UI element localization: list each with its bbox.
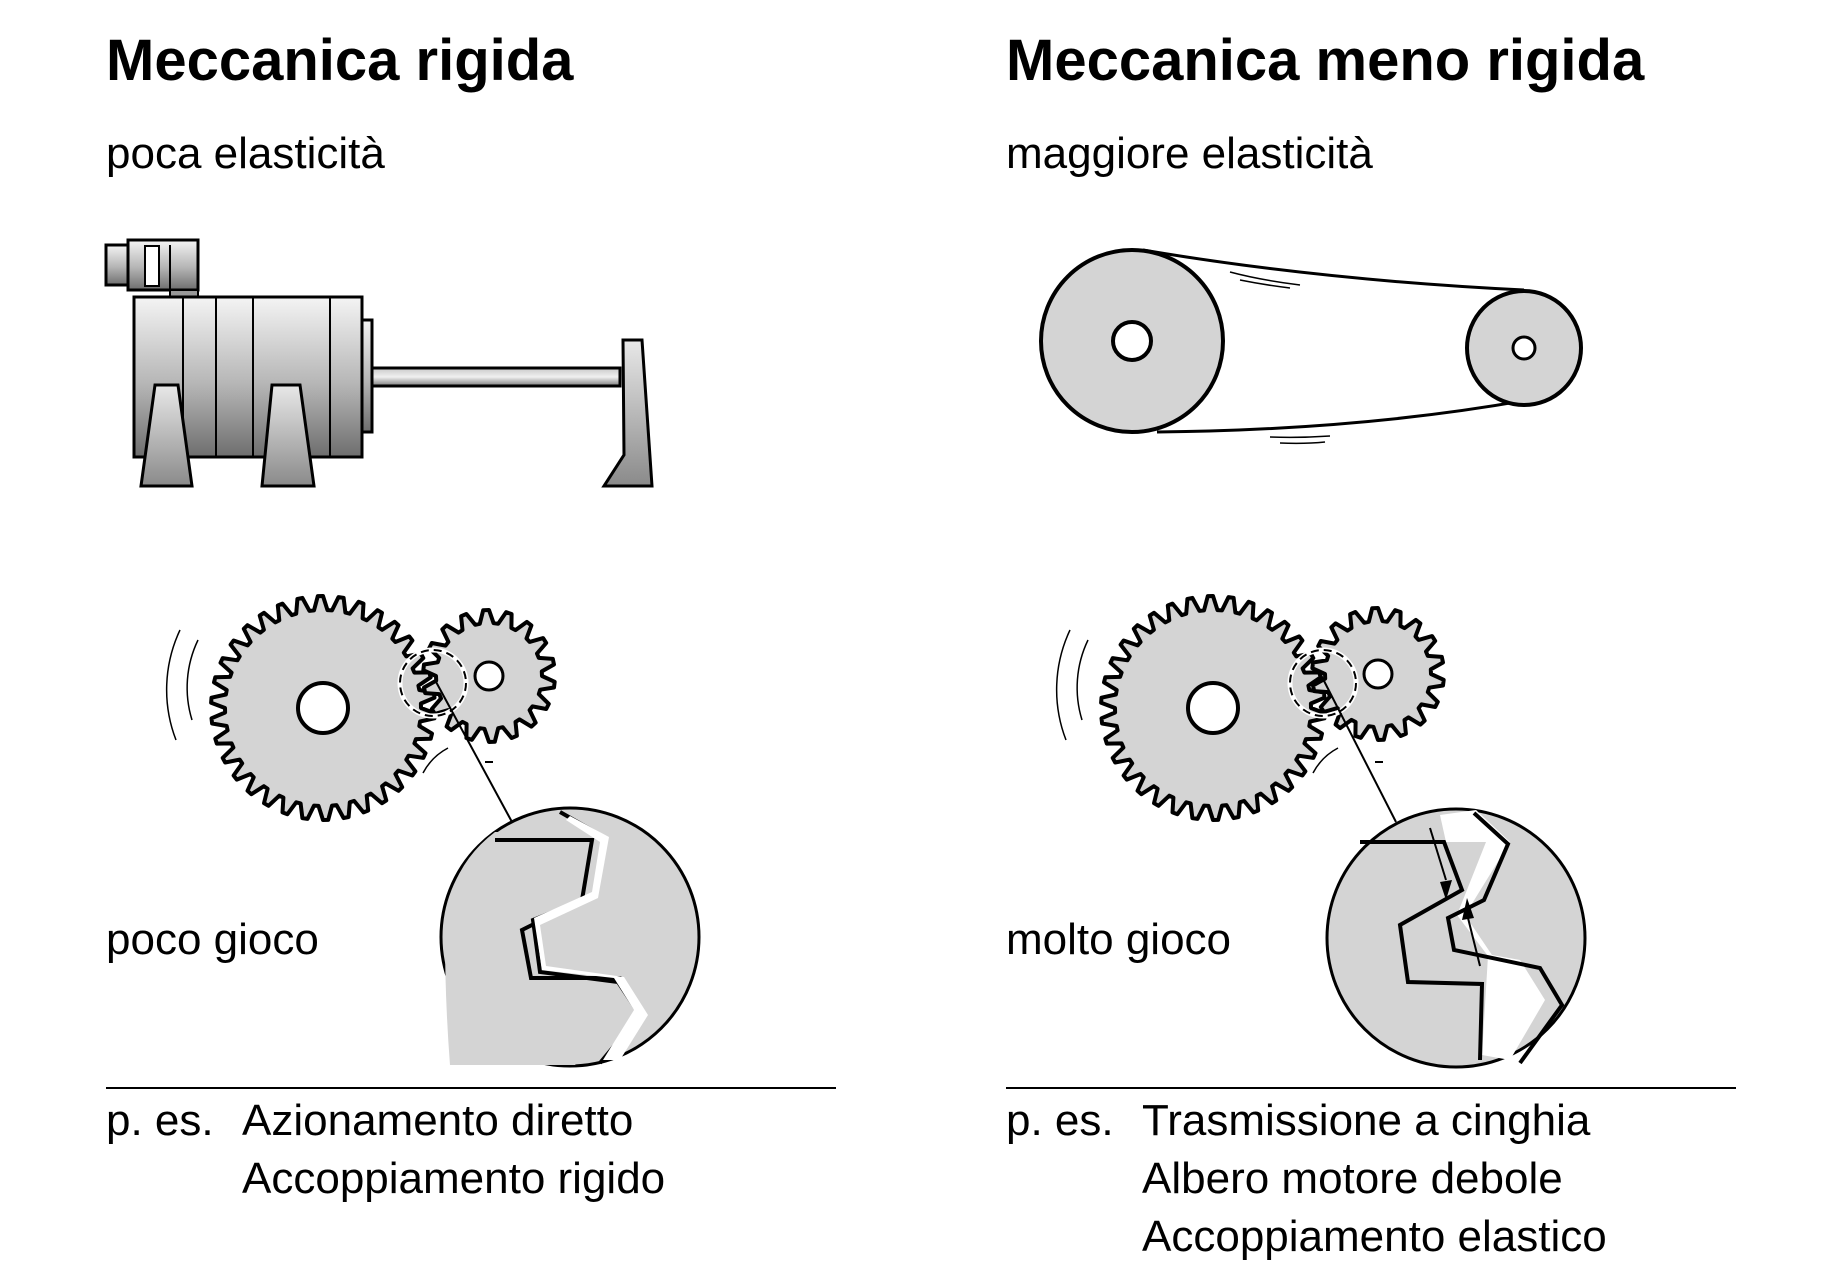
motion-arc <box>422 747 449 774</box>
subtitle-low-elasticity: poca elasticità <box>106 129 385 178</box>
examples-list: p. es. Trasmissione a cinghia Albero mot… <box>1006 1092 1607 1266</box>
title-rigid: Meccanica rigida <box>106 28 574 93</box>
gears-high-backlash-illustration <box>1055 594 1446 822</box>
example-item: Accoppiamento elastico <box>1142 1212 1607 1261</box>
example-item: Trasmissione a cinghia <box>1142 1096 1591 1145</box>
subtitle-high-elasticity: maggiore elasticità <box>1006 129 1373 178</box>
belt-drive-illustration <box>1039 248 1583 445</box>
zoom-marker <box>1289 649 1357 717</box>
examples-prefix: p. es. <box>1006 1096 1114 1145</box>
motion-arc <box>1076 639 1089 721</box>
gears-low-backlash-illustration <box>165 594 557 822</box>
zoom-marker <box>399 649 467 717</box>
example-item: Accoppiamento rigido <box>242 1154 666 1203</box>
motor-illustration <box>104 238 654 488</box>
title-less-rigid: Meccanica meno rigida <box>1006 28 1645 93</box>
example-item: Azionamento diretto <box>242 1096 634 1145</box>
label-high-backlash: molto gioco <box>1006 915 1232 964</box>
gear-hub-hole <box>296 681 350 735</box>
label-low-backlash: poco gioco <box>106 915 319 964</box>
gear-hub-hole <box>473 660 505 692</box>
examples-prefix: p. es. <box>106 1096 214 1145</box>
motion-arc <box>165 629 181 741</box>
tooth-detail-low-backlash <box>434 679 701 1068</box>
divider-line <box>106 1087 836 1089</box>
examples-list: p. es. Azionamento diretto Accoppiamento… <box>106 1092 665 1208</box>
gear-hub-hole <box>1186 681 1240 735</box>
motion-arc <box>186 639 199 721</box>
example-item: Albero motore debole <box>1142 1154 1563 1203</box>
motion-arc <box>1055 629 1071 741</box>
gear-hub-hole <box>1362 658 1394 690</box>
tooth-detail-high-backlash <box>1320 674 1587 1069</box>
divider-line <box>1006 1087 1736 1089</box>
motion-arc <box>1312 747 1339 774</box>
